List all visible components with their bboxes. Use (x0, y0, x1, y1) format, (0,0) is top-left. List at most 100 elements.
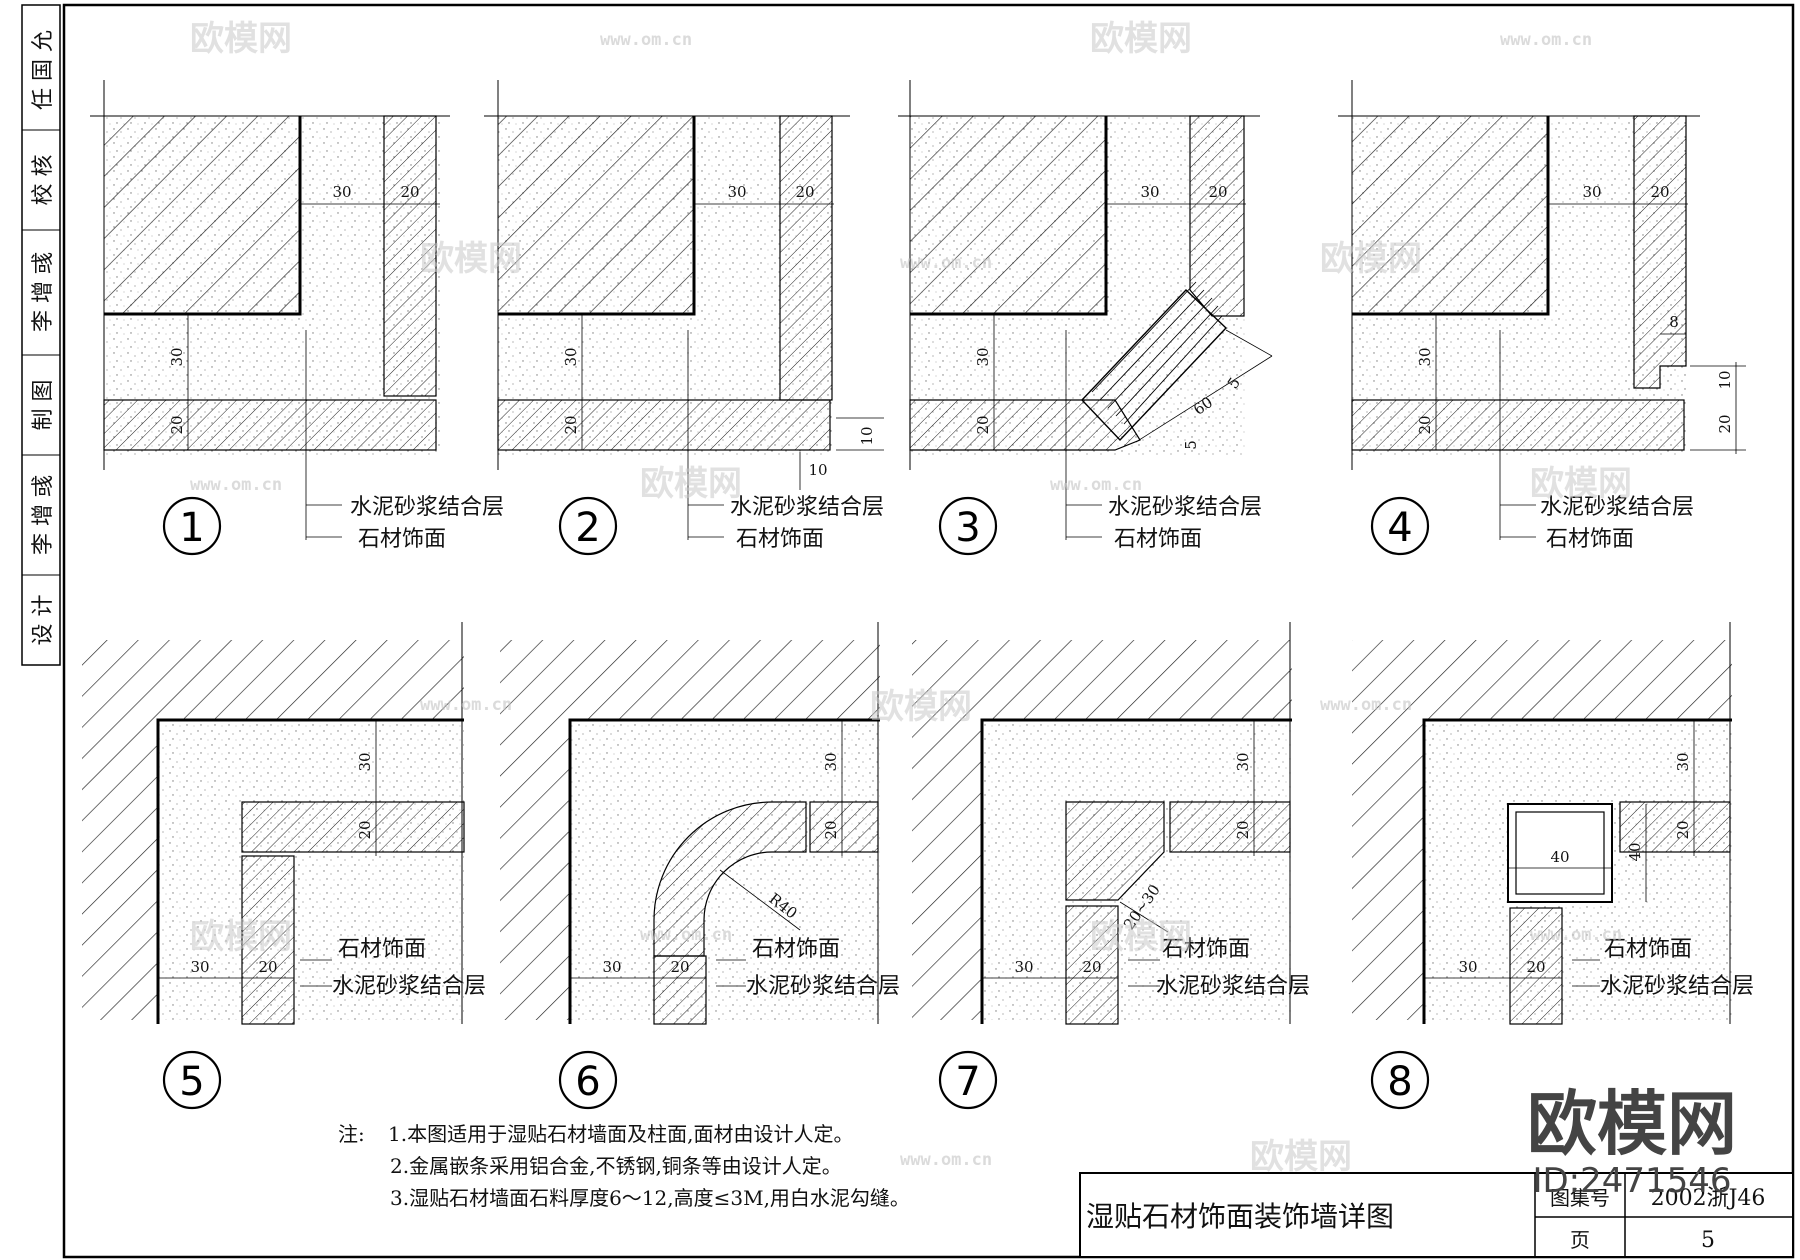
detail-7-label-2: 水泥砂浆结合层 (1156, 974, 1310, 999)
detail-4-dim-1: 30 (1582, 183, 1601, 201)
detail-8: 30 20 30 20 40 40 8 石材饰面 水泥砂浆结合层 (1352, 622, 1754, 1110)
sheet-frame (62, 3, 1795, 1259)
detail-2-dim-5: 10 (858, 426, 876, 445)
atlas-label: 图集号 (1550, 1186, 1610, 1210)
side-checker-name: 任 国 允 (31, 30, 56, 110)
detail-4-dim-3: 30 (1416, 347, 1434, 366)
side-drawer-name: 李 增 彧 (31, 252, 56, 332)
detail-3-number: 3 (955, 505, 980, 551)
detail-7: 30 20 30 20 20~30 7 石材饰面 水泥砂浆结合层 (912, 622, 1310, 1110)
page-label: 页 (1570, 1228, 1590, 1252)
brand-id: ID:2471546 (1532, 1161, 1731, 1201)
detail-4-dim-6: 10 (1716, 370, 1734, 389)
detail-6-number: 6 (575, 1059, 600, 1105)
detail-8-dim-4: 20 (1526, 958, 1545, 976)
watermark-text: 欧模网 (420, 239, 522, 279)
watermark-url: www.om.cn (420, 695, 512, 715)
title-block: 湿贴石材饰面装饰墙详图 图集号 2002浙J46 页 5 (1079, 1172, 1794, 1258)
detail-8-dim-3: 30 (1458, 958, 1477, 976)
note-2: 2.金属嵌条采用铝合金,不锈钢,铜条等由设计人定。 (390, 1154, 842, 1178)
detail-1-dim-1: 30 (332, 183, 351, 201)
detail-2-number: 2 (575, 505, 600, 551)
detail-2-dim-2: 20 (795, 183, 814, 201)
detail-8-label-2: 水泥砂浆结合层 (1600, 974, 1754, 999)
detail-1-label-1: 水泥砂浆结合层 (350, 495, 504, 520)
detail-6-label-1: 石材饰面 (752, 937, 840, 962)
watermark-text: 欧模网 (190, 917, 292, 957)
detail-8-dim-1: 30 (1674, 752, 1692, 771)
detail-4-dim-2: 20 (1650, 183, 1669, 201)
detail-6-label-2: 水泥砂浆结合层 (746, 974, 900, 999)
side-designer-label: 设 计 (31, 595, 56, 646)
watermark-text: 欧模网 (190, 19, 292, 59)
detail-2-dim-3: 30 (562, 347, 580, 366)
detail-5-label-2: 水泥砂浆结合层 (332, 974, 486, 999)
detail-1-dim-4: 20 (168, 415, 186, 434)
detail-8-dim-5: 40 (1550, 848, 1569, 866)
brand-logo-text: 欧模网 (1527, 1083, 1737, 1165)
note-3: 3.湿贴石材墙面石料厚度6～12,高度≤3M,用白水泥勾缝。 (390, 1186, 910, 1210)
detail-3-dim-3: 30 (974, 347, 992, 366)
detail-6: 30 20 30 20 R40 6 石材饰面 水泥砂浆结合层 (500, 622, 900, 1110)
detail-3-dim-4: 20 (974, 415, 992, 434)
detail-1-dim-2: 20 (400, 183, 419, 201)
atlas-value: 2002浙J46 (1651, 1186, 1766, 1211)
detail-8-dim-2: 20 (1674, 820, 1692, 839)
detail-5-dim-1: 30 (356, 752, 374, 771)
detail-3-dim-1: 30 (1140, 183, 1159, 201)
detail-4-number: 4 (1387, 505, 1412, 551)
detail-6-dim-4: 20 (670, 958, 689, 976)
watermark-url: www.om.cn (600, 30, 692, 50)
detail-4-dim-5: 8 (1669, 313, 1679, 331)
detail-5-dim-3: 30 (190, 958, 209, 976)
watermark-url: www.om.cn (1320, 695, 1412, 715)
detail-6-dim-2: 20 (822, 820, 840, 839)
detail-6-dim-1: 30 (822, 752, 840, 771)
detail-5: 30 20 30 20 5 石材饰面 水泥砂浆结合层 (82, 622, 486, 1110)
detail-2-dim-6: 10 (808, 461, 827, 479)
watermark-url: www.om.cn (1500, 30, 1592, 50)
detail-7-number: 7 (955, 1059, 980, 1105)
watermark-url: www.om.cn (1050, 475, 1142, 495)
detail-8-label-1: 石材饰面 (1604, 937, 1692, 962)
detail-7-dim-4: 20 (1082, 958, 1101, 976)
detail-3-dim-2: 20 (1208, 183, 1227, 201)
detail-4: 30 20 30 20 8 10 20 4 水泥砂浆结合层 石材饰面 (1338, 80, 1746, 556)
side-strip (21, 4, 61, 666)
watermark-text: 欧模网 (1090, 917, 1192, 957)
detail-2-dim-1: 30 (727, 183, 746, 201)
watermark-url: www.om.cn (1530, 925, 1622, 945)
detail-8-dim-6: 40 (1626, 842, 1644, 861)
watermark-url: www.om.cn (640, 925, 732, 945)
watermark-url: www.om.cn (190, 475, 282, 495)
side-checker-label: 校 核 (31, 155, 56, 206)
watermark-url: www.om.cn (900, 253, 992, 273)
watermark-layer: 欧模网 www.om.cn 欧模网 www.om.cn 欧模网 www.om.c… (190, 19, 1632, 1177)
detail-1-label-2: 石材饰面 (358, 527, 446, 552)
side-drawer-label: 制 图 (31, 380, 56, 431)
drawing-title: 湿贴石材饰面装饰墙详图 (1086, 1200, 1394, 1233)
detail-3-label-1: 水泥砂浆结合层 (1108, 495, 1262, 520)
detail-4-label-2: 石材饰面 (1546, 527, 1634, 552)
detail-7-dim-3: 30 (1014, 958, 1033, 976)
detail-3-dim-7: 5 (1182, 440, 1200, 450)
watermark-url: www.om.cn (900, 1150, 992, 1170)
watermark-text: 欧模网 (640, 464, 742, 504)
detail-4-dim-4: 20 (1416, 415, 1434, 434)
detail-5-number: 5 (179, 1059, 204, 1105)
detail-6-dim-3: 30 (602, 958, 621, 976)
watermark-text: 欧模网 (1090, 19, 1192, 59)
detail-8-number: 8 (1387, 1059, 1412, 1105)
detail-5-dim-2: 20 (356, 820, 374, 839)
detail-7-label-1: 石材饰面 (1162, 937, 1250, 962)
watermark-text: 欧模网 (1530, 464, 1632, 504)
detail-2: 30 20 30 20 10 10 2 水泥砂浆结合层 石材饰面 (484, 80, 884, 556)
side-block: 任 国 允 校 核 李 增 彧 制 图 李 增 彧 设 计 (22, 30, 60, 646)
detail-5-label-1: 石材饰面 (338, 937, 426, 962)
detail-3: 30 20 30 20 5 60 5 3 水泥砂浆结合层 石材饰面 (898, 80, 1273, 556)
notes: 注: 1.本图适用于湿贴石材墙面及柱面,面材由设计人定。 2.金属嵌条采用铝合金… (338, 1122, 910, 1210)
detail-2-dim-4: 20 (562, 415, 580, 434)
detail-3-label-2: 石材饰面 (1114, 527, 1202, 552)
watermark-text: 欧模网 (1250, 1137, 1352, 1177)
